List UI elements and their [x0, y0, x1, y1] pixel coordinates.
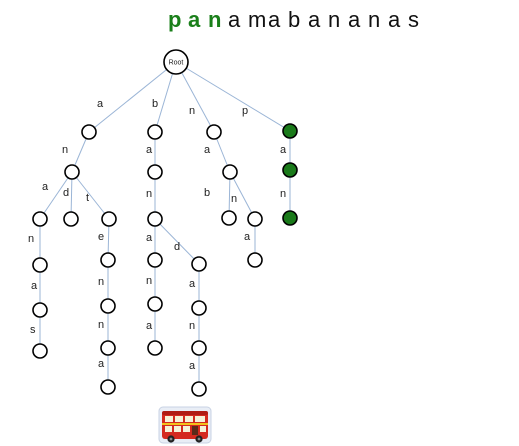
trie-edge-label: a [146, 320, 153, 332]
trie-edge-label: a [42, 181, 49, 193]
title-letter: a [388, 7, 401, 32]
trie-edge-label: n [189, 320, 195, 332]
trie-edge [70, 171, 73, 220]
trie-edge-label: n [146, 275, 152, 287]
trie-node [32, 211, 48, 227]
trie-edge-label: d [174, 241, 180, 253]
trie-node [81, 124, 97, 140]
trie-edge-label: a [97, 98, 104, 110]
trie-node [247, 211, 263, 227]
trie-edge-label: b [204, 187, 210, 199]
trie-node [63, 211, 79, 227]
trie-edge-label: n [28, 233, 34, 245]
title-letter: a [228, 7, 241, 32]
trie-node [32, 257, 48, 273]
trie-edge [229, 171, 256, 220]
trie-edge-label: a [189, 360, 196, 372]
trie-edge-label: n [280, 188, 286, 200]
trie-node [147, 164, 163, 180]
trie-node [101, 211, 117, 227]
trie-edge-label: n [98, 319, 104, 331]
trie-edge [175, 61, 291, 132]
trie-edge [39, 171, 73, 220]
trie-edge-label: n [189, 105, 195, 117]
trie-edge-label: s [30, 324, 36, 336]
trie-edge-label: a [189, 278, 196, 290]
trie-edge-labels: a b n p n a a a a d t n b n n n e a d a a n n a s n a n a a [28, 98, 287, 372]
trie-node [32, 302, 48, 318]
title-letter: a [188, 7, 201, 32]
trie-node-highlighted [282, 123, 298, 139]
trie-edge-label: d [63, 187, 69, 199]
title-letter: a [308, 7, 321, 32]
trie-node-highlighted [282, 210, 298, 226]
trie-node [191, 256, 207, 272]
trie-node [191, 381, 207, 397]
trie-node [100, 298, 116, 314]
title-letter: n [328, 7, 341, 32]
title-letter: s [408, 7, 419, 32]
trie-node [147, 296, 163, 312]
trie-edge-label: a [244, 231, 251, 243]
trie-node [147, 211, 163, 227]
trie-edge-label: e [98, 231, 104, 243]
trie-nodes: Root [32, 49, 298, 397]
trie-node [247, 252, 263, 268]
trie-edge-label: t [86, 192, 89, 204]
trie-node [221, 210, 237, 226]
trie-node [206, 124, 222, 140]
trie-edge [71, 171, 110, 220]
trie-root-node [163, 49, 189, 75]
trie-node-highlighted [282, 162, 298, 178]
trie-edge-label: a [146, 232, 153, 244]
trie-node [191, 340, 207, 356]
title-letter: m [248, 7, 267, 32]
trie-node [147, 340, 163, 356]
trie-edge [88, 61, 177, 133]
trie-edge-label: a [280, 144, 287, 156]
trie-edge-label: n [146, 188, 152, 200]
trie-node [100, 379, 116, 395]
trie-edge-label: a [31, 280, 38, 292]
trie-edge-label: n [62, 144, 68, 156]
title-letter: p [168, 7, 182, 32]
trie-edge [154, 218, 200, 265]
trie-edge-label: a [146, 144, 153, 156]
double-decker-bus-icon [158, 406, 212, 444]
trie-node [222, 164, 238, 180]
trie-node [32, 343, 48, 359]
trie-node [147, 124, 163, 140]
trie-edge-label: b [152, 98, 158, 110]
trie-edge-label: n [98, 276, 104, 288]
trie-edge-label: a [98, 358, 105, 370]
trie-edge [175, 61, 215, 133]
trie-node [64, 164, 80, 180]
trie-node [191, 300, 207, 316]
trie-node [147, 252, 163, 268]
trie-edge-label: n [231, 193, 237, 205]
title-letter: b [288, 7, 301, 32]
trie-node [100, 252, 116, 268]
title-letter: n [368, 7, 381, 32]
trie-node [100, 340, 116, 356]
title-letter: a [268, 7, 281, 32]
title-letter: a [348, 7, 361, 32]
trie-root-label: Root [169, 60, 184, 67]
title-letter: n [208, 7, 222, 32]
trie-edge-label: a [204, 144, 211, 156]
trie-edge-label: p [242, 105, 248, 117]
